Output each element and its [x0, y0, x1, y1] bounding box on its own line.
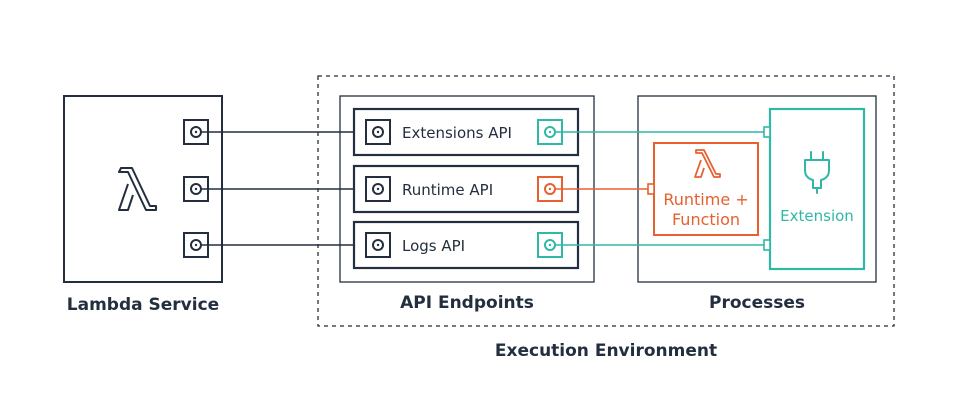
execution-environment-label: Execution Environment [495, 341, 717, 361]
logs-api-row [352, 220, 580, 270]
extensions-api-row [352, 107, 580, 157]
runtime-function-label-line2: Function [672, 210, 740, 229]
extensions-api-label: Extensions API [402, 124, 512, 142]
plug-icon [804, 151, 830, 194]
runtime-function-label-line1: Runtime + [663, 190, 748, 209]
lambda-icon [694, 149, 721, 178]
lambda-icon [118, 167, 157, 211]
processes-label: Processes [709, 293, 805, 313]
api-endpoints-label: API Endpoints [400, 293, 534, 313]
logs-api-label: Logs API [402, 237, 465, 255]
runtime-api-row [352, 164, 580, 214]
runtime-api-label: Runtime API [402, 181, 493, 199]
extension-label: Extension [780, 207, 854, 225]
runtime-function-box [653, 142, 759, 236]
execution-environment-box [317, 75, 895, 327]
lambda-service-label: Lambda Service [67, 295, 219, 315]
